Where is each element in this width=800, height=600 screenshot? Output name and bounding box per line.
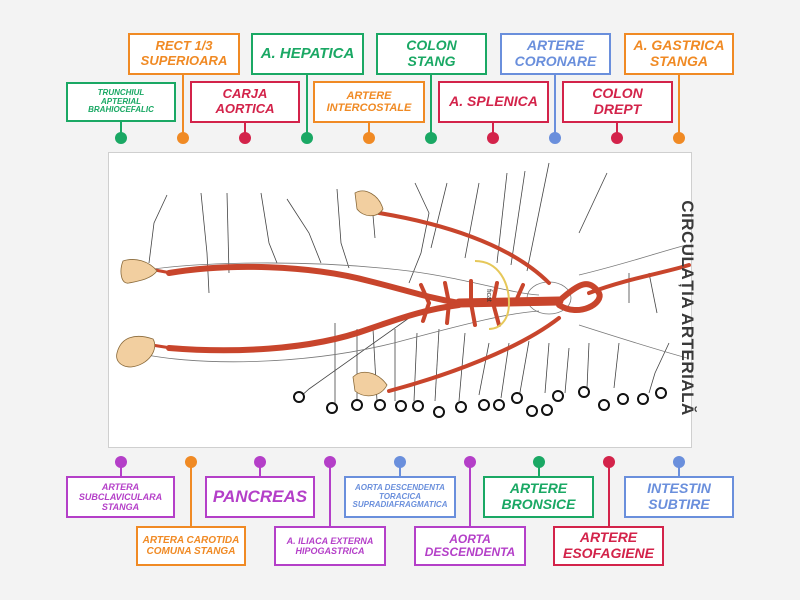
pin-stem [678,75,680,135]
pin-dot[interactable] [363,132,375,144]
label-aorta-descendenta-toracica[interactable]: AORTA DESCENDENTA TORACICA SUPRADIAFRAGM… [344,476,456,518]
pin-stem [608,464,610,526]
pin-stem [182,75,184,135]
label-artere-intercostale[interactable]: ARTERE INTERCOSTALE [313,81,425,123]
label-a-gastrica-stanga[interactable]: A. GASTRICA STANGA [624,33,734,75]
pin-dot[interactable] [301,132,313,144]
pin-dot[interactable] [239,132,251,144]
label-pancreas[interactable]: PANCREAS [205,476,315,518]
drop-target[interactable] [293,391,305,403]
drop-target[interactable] [617,393,629,405]
drop-target[interactable] [578,386,590,398]
artery-network [137,211,691,393]
pin-dot[interactable] [549,132,561,144]
pin-dot[interactable] [611,132,623,144]
pin-dot[interactable] [177,132,189,144]
drop-target[interactable] [552,390,564,402]
hands-and-feet [116,190,388,397]
arterial-circulation-drawing: ficat [116,162,691,403]
drop-target[interactable] [478,399,490,411]
pin-stem [399,464,401,476]
pin-stem [306,75,308,135]
organ-outline [474,260,511,330]
label-artere-coronare[interactable]: ARTERE CORONARE [500,33,611,75]
drop-target[interactable] [598,399,610,411]
drop-target[interactable] [374,399,386,411]
label-colon-drept[interactable]: COLON DREPT [562,81,673,123]
anatomy-figure: ficat [108,152,692,448]
pin-stem [554,75,556,135]
label-artere-esofagiene[interactable]: ARTERE ESOFAGIENE [553,526,664,566]
pin-dot[interactable] [254,456,266,468]
drop-target[interactable] [455,401,467,413]
drop-target[interactable] [351,399,363,411]
label-intestin-subtire[interactable]: INTESTIN SUBTIRE [624,476,734,518]
label-a-hepatica[interactable]: A. HEPATICA [251,33,364,75]
drop-target[interactable] [655,387,667,399]
label-rect-superioara[interactable]: RECT 1/3 SUPERIOARA [128,33,240,75]
drop-target[interactable] [541,404,553,416]
label-a-splenica[interactable]: A. SPLENICA [438,81,549,123]
pin-stem [492,123,494,135]
pin-stem [120,122,122,136]
pin-dot[interactable] [324,456,336,468]
pin-dot[interactable] [673,132,685,144]
pin-stem [259,464,261,476]
drop-target[interactable] [326,402,338,414]
label-artera-subclaviculara-stanga[interactable]: ARTERA SUBCLAVICULARA STANGA [66,476,175,518]
drop-target[interactable] [637,393,649,405]
drop-target[interactable] [395,400,407,412]
pin-stem [329,464,331,526]
drop-target[interactable] [433,406,445,418]
pin-dot[interactable] [115,456,127,468]
pin-stem [244,123,246,135]
drop-target[interactable] [526,405,538,417]
pin-stem [538,464,540,476]
pin-dot[interactable] [425,132,437,144]
pin-stem [120,464,122,476]
drop-target[interactable] [412,400,424,412]
drop-target[interactable] [511,392,523,404]
pin-stem [430,75,432,135]
drop-target[interactable] [493,399,505,411]
label-artera-carotida-comuna-stanga[interactable]: ARTERA CAROTIDA COMUNA STANGA [136,526,246,566]
label-colon-stang[interactable]: COLON STANG [376,33,487,75]
organ-text: ficat [485,289,492,302]
pin-dot[interactable] [533,456,545,468]
pin-stem [469,464,471,526]
pin-dot[interactable] [394,456,406,468]
pin-dot[interactable] [464,456,476,468]
label-trunchiul-arterial-brahiocefalic[interactable]: TRUNCHIUL APTERIAL BRAHIOCEFALIC [66,82,176,122]
pin-stem [190,464,192,526]
diagram-title-text: CIRCULAȚIA ARTERIALĂ [678,200,697,416]
label-aorta-descendenta[interactable]: AORTA DESCENDENTA [414,526,526,566]
pin-stem [616,123,618,135]
label-a-iliaca-externa-hipogastrica[interactable]: A. ILIACA EXTERNA HIPOGASTRICA [274,526,386,566]
pin-stem [368,123,370,135]
pin-dot[interactable] [673,456,685,468]
pin-dot[interactable] [603,456,615,468]
label-carja-aortica[interactable]: CARJA AORTICA [190,81,300,123]
pin-dot[interactable] [185,456,197,468]
pin-stem [678,464,680,476]
pin-dot[interactable] [115,132,127,144]
label-artere-bronsice[interactable]: ARTERE BRONSICE [483,476,594,518]
diagram-title: CIRCULAȚIA ARTERIALĂ [672,168,702,448]
body-outline [128,244,688,363]
pin-dot[interactable] [487,132,499,144]
